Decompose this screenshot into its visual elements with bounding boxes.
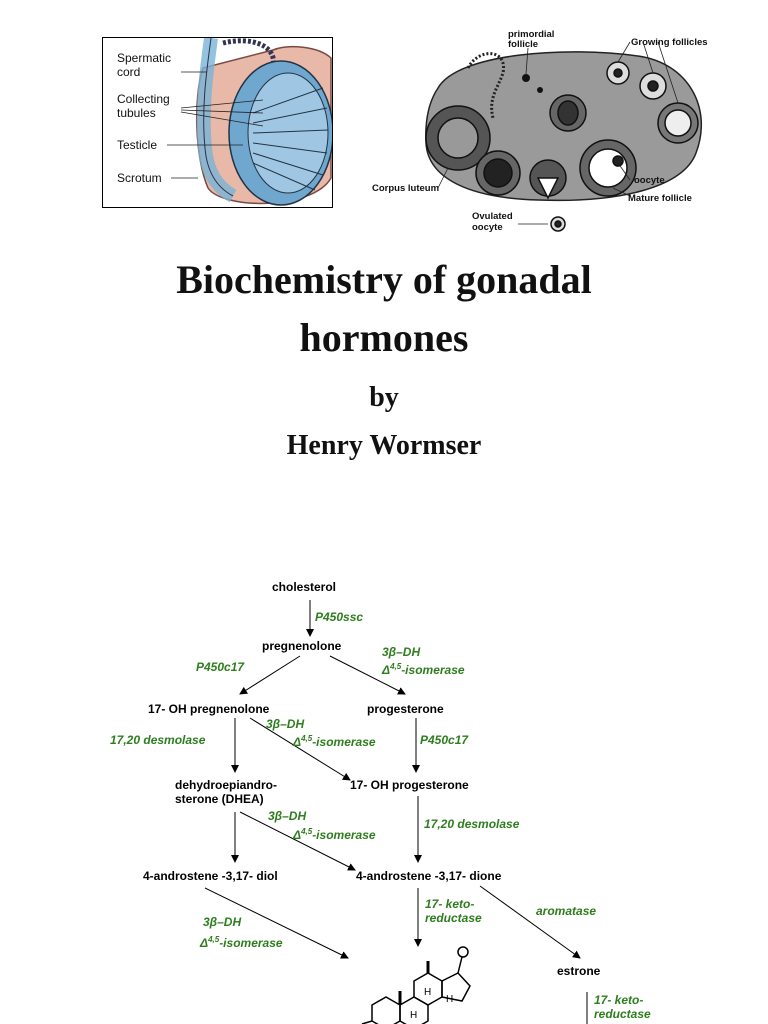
enzyme-isomerase-b: Δ4,5-isomerase [293, 734, 376, 749]
arrow-diol-testosterone [204, 887, 349, 959]
enzyme-aromatase: aromatase [536, 904, 597, 918]
title-line-2: hormones [299, 315, 469, 360]
enzyme-ketoreductase-a-line1: 17- keto- [425, 897, 475, 911]
compound-dhea-line1: dehydroepiandro- [175, 778, 278, 792]
enzyme-p450c17-left: P450c17 [196, 660, 245, 674]
label-testicle: Testicle [117, 138, 158, 152]
label-primordial: primordial [508, 29, 555, 40]
label-corpus-luteum: Corpus luteum [372, 183, 440, 194]
ovary-figure: primordial follicle Growing follicles Co… [368, 28, 718, 238]
compound-progesterone: progesterone [367, 702, 444, 716]
author: Henry Wormser [286, 430, 482, 461]
testis-illustration [167, 38, 332, 206]
label-tubules: tubules [117, 106, 156, 120]
enzyme-desmolase-right: 17,20 desmolase [424, 817, 520, 831]
svg-text:H: H [446, 994, 453, 1005]
arrow-dione-estrone [479, 885, 581, 959]
enzyme-3bhsd-d: 3β–DH [203, 915, 242, 929]
compound-17oh-progesterone: 17- OH progesterone [350, 778, 469, 792]
ovary-illustration [425, 41, 703, 232]
compound-androstenedione: 4-androstene -3,17- dione [356, 869, 502, 883]
enzyme-desmolase-left: 17,20 desmolase [110, 733, 206, 747]
enzyme-isomerase-c: Δ4,5-isomerase [293, 827, 376, 842]
arrow-ohpreg-ohprog [249, 717, 351, 781]
title-line-1: Biochemistry of gonadal [176, 257, 592, 302]
compound-dhea-line2: sterone (DHEA) [175, 792, 264, 806]
enzyme-p450c17-right: P450c17 [420, 733, 469, 747]
pathway-arrows: H H H [204, 600, 588, 1024]
enzyme-3bhsd-c: 3β–DH [268, 809, 307, 823]
compound-estrone: estrone [557, 964, 601, 978]
enzyme-3bhsd-a: 3β–DH [382, 645, 421, 659]
label-oocyte: oocyte [634, 175, 665, 186]
label-growing-follicles: Growing follicles [631, 37, 708, 48]
label-ovulated-oocyte: oocyte [472, 222, 503, 233]
byline: by [369, 382, 399, 413]
arrow-pregnenolone-ohpreg [239, 655, 301, 695]
enzyme-ketoreductase-b-line1: 17- keto- [594, 993, 644, 1007]
compound-pregnenolone: pregnenolone [262, 639, 342, 653]
compound-androstenediol: 4-androstene -3,17- diol [143, 869, 278, 883]
label-scrotum: Scrotum [117, 171, 162, 185]
label-spermatic: Spermatic [117, 51, 172, 65]
svg-text:H: H [424, 987, 431, 998]
label-collecting: Collecting [117, 92, 170, 106]
enzyme-3bhsd-b: 3β–DH [266, 717, 305, 731]
svg-text:H: H [410, 1010, 417, 1021]
enzyme-isomerase-a: Δ4,5-isomerase [382, 662, 465, 677]
arrow-pregnenolone-progesterone [329, 655, 406, 695]
label-follicle: follicle [508, 39, 539, 50]
compound-17oh-pregnenolone: 17- OH pregnenolone [148, 702, 270, 716]
compound-cholesterol: cholesterol [272, 580, 337, 594]
enzyme-ketoreductase-a-line2: reductase [425, 911, 482, 925]
enzyme-ketoreductase-b-line2: reductase [594, 1007, 651, 1021]
enzyme-p450ssc: P450ssc [315, 610, 364, 624]
testis-figure: Spermatic cord Collecting tubules Testic… [102, 37, 333, 208]
label-mature-follicle: Mature follicle [628, 193, 692, 204]
steroid-structure [361, 946, 471, 1024]
label-cord: cord [117, 65, 141, 79]
label-ovulated: Ovulated [472, 211, 513, 222]
arrow-dhea-dione [239, 811, 356, 871]
enzyme-isomerase-d: Δ4,5-isomerase [200, 935, 283, 950]
